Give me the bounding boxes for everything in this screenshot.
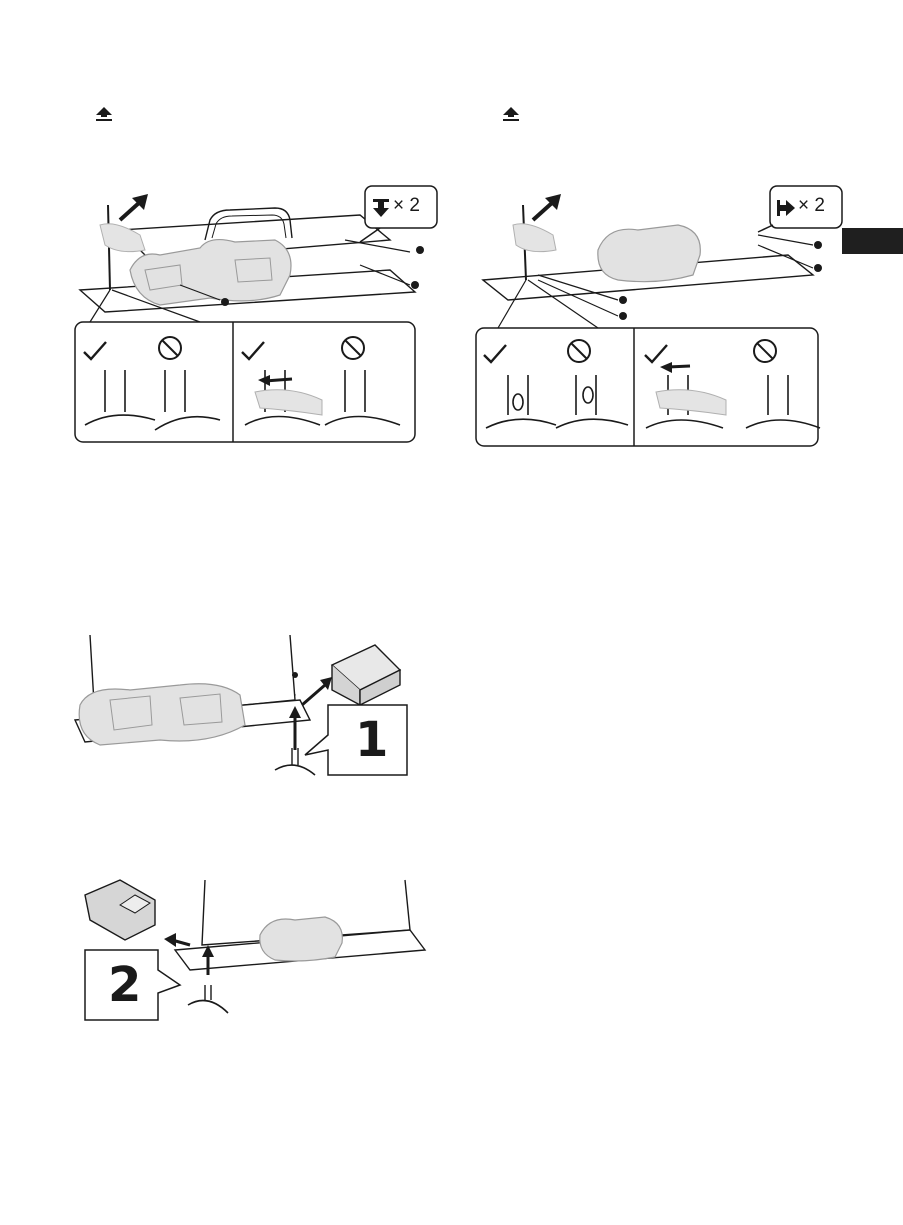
step-number: 2 <box>108 957 141 1013</box>
check-icon <box>240 340 266 362</box>
prohibited-icon <box>566 338 592 364</box>
screw-count-label: × 2 <box>393 195 420 217</box>
figure-a-stand-attach-wide: × 2 <box>60 180 445 448</box>
figure-c-remove-packing-step1: 1 <box>70 630 410 780</box>
screw-down-icon <box>370 197 392 219</box>
prohibited-icon <box>157 335 183 361</box>
prohibited-icon <box>752 338 778 364</box>
check-icon <box>82 340 108 362</box>
screw-right-icon <box>775 197 797 219</box>
up-arrow-icon <box>502 106 520 122</box>
prohibited-icon <box>340 335 366 361</box>
step-number: 1 <box>355 712 388 768</box>
check-icon <box>482 343 508 365</box>
screw-count-label: × 2 <box>798 195 825 217</box>
check-icon <box>643 343 669 365</box>
figure-d-remove-packing-step2: 2 <box>80 875 430 1025</box>
up-arrow-icon <box>95 106 113 122</box>
figure-b-stand-attach-narrow: × 2 <box>468 180 853 448</box>
